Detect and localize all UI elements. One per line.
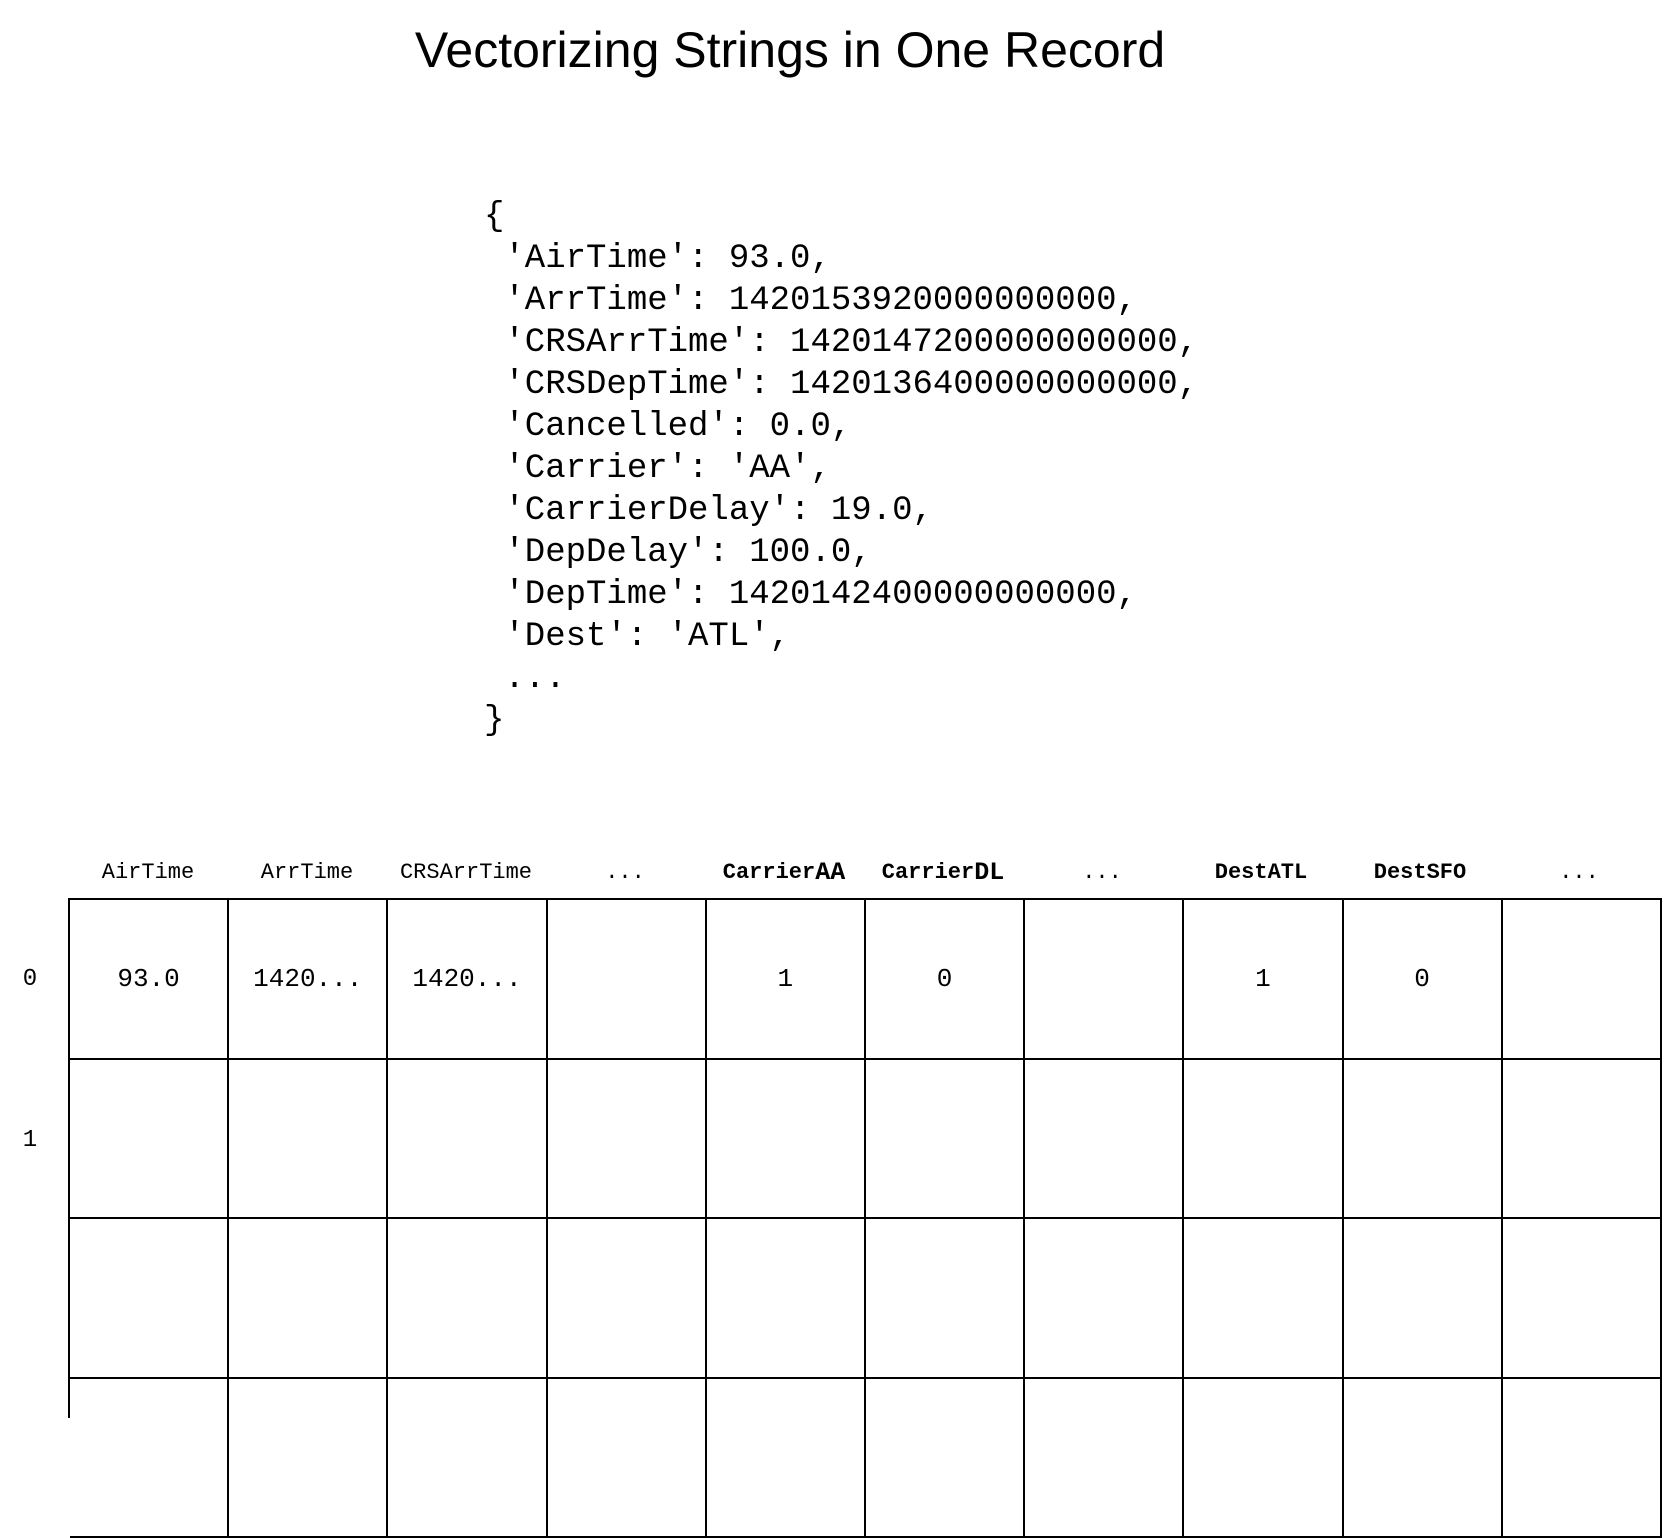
table-cell [866,1060,1025,1220]
record-line: ... [484,658,1198,700]
table-cell: 93.0 [70,900,229,1060]
table-cell [1344,1379,1503,1538]
table-cell [707,1060,866,1220]
table-cell [70,1379,229,1538]
column-header-dest-atl: Dest ATL [1181,854,1341,890]
json-record: { 'AirTime': 93.0, 'ArrTime': 1420153920… [484,196,1198,742]
record-line: 'Carrier': 'AA', [484,448,1198,490]
diagram-title: Vectorizing Strings in One Record [0,18,1580,82]
table-cell: 1420... [229,900,388,1060]
table-row [70,1379,1662,1538]
record-line: 'CRSArrTime': 1420147200000000000, [484,322,1198,364]
record-line: 'CRSDepTime': 1420136400000000000, [484,364,1198,406]
table-cell [229,1219,388,1379]
table-cell [1025,1060,1184,1220]
table-cell [707,1219,866,1379]
table-cell [866,1379,1025,1538]
table-cell: 0 [866,900,1025,1060]
record-line: 'Dest': 'ATL', [484,616,1198,658]
record-line: 'CarrierDelay': 19.0, [484,490,1198,532]
row-index-label: 0 [10,966,50,993]
table-cell [1503,1219,1662,1379]
table-cell [70,1219,229,1379]
table-cell: 1420... [388,900,547,1060]
row-index-label: 1 [10,1127,50,1154]
column-header-ellipsis: ... [1499,854,1659,890]
table-cell [70,1060,229,1220]
table-cell [866,1219,1025,1379]
table-row [70,1219,1662,1379]
table-cell [1344,1060,1503,1220]
table-cell [229,1379,388,1538]
column-header-arrtime: ArrTime [227,854,387,890]
table-cell [1184,1219,1343,1379]
table-cell [1503,1379,1662,1538]
record-line: 'Cancelled': 0.0, [484,406,1198,448]
table-cell [1503,900,1662,1060]
column-header-dest-sfo: Dest SFO [1340,854,1500,890]
table-cell [1025,900,1184,1060]
table-cell [388,1379,547,1538]
table-row: 93.0 1420... 1420... 1 0 1 0 [70,900,1662,1060]
table-cell [1184,1060,1343,1220]
table-cell [548,900,707,1060]
column-header-airtime: AirTime [68,854,228,890]
table-cell: 1 [1184,900,1343,1060]
column-header-carrier-aa: Carrier AA [704,854,864,890]
table-cell [1503,1060,1662,1220]
table-cell: 0 [1344,900,1503,1060]
table-cell [388,1060,547,1220]
record-line: 'DepDelay': 100.0, [484,532,1198,574]
table-cell [707,1379,866,1538]
column-header-carrier-dl: Carrier DL [863,854,1023,890]
table-cell [548,1219,707,1379]
table-cell [1344,1219,1503,1379]
record-line: { [484,196,1198,238]
table-cell [1184,1379,1343,1538]
dataframe-grid: 93.0 1420... 1420... 1 0 1 0 [68,898,1662,1418]
column-header-ellipsis: ... [545,854,705,890]
record-line: 'ArrTime': 1420153920000000000, [484,280,1198,322]
record-line: 'DepTime': 1420142400000000000, [484,574,1198,616]
table-cell: 1 [707,900,866,1060]
record-line: 'AirTime': 93.0, [484,238,1198,280]
table-cell [229,1060,388,1220]
column-header-crsarrtime: CRSArrTime [386,854,546,890]
column-header-ellipsis: ... [1022,854,1182,890]
table-cell [548,1379,707,1538]
record-line: } [484,700,1198,742]
table-cell [1025,1219,1184,1379]
table-cell [388,1219,547,1379]
table-row [70,1060,1662,1220]
table-cell [548,1060,707,1220]
table-cell [1025,1379,1184,1538]
